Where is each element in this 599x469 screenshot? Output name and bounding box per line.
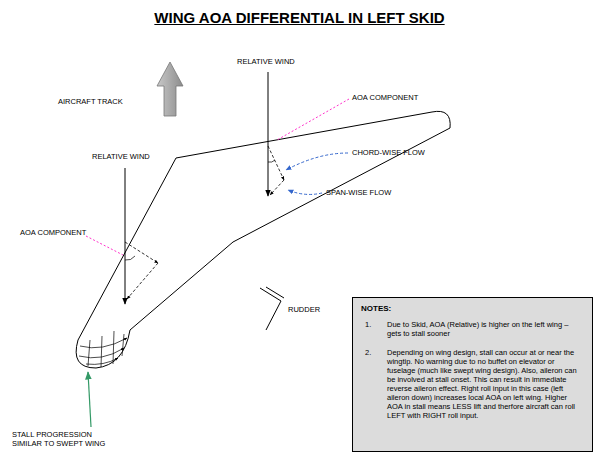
rudder-symbol xyxy=(260,287,284,330)
callout-label: RUDDER xyxy=(288,305,320,314)
flow-leader xyxy=(286,153,348,170)
track-arrow xyxy=(157,62,183,116)
leader-line xyxy=(277,99,349,140)
callout-label: STALL PROGRESSION SIMILAR TO SWEPT WING xyxy=(12,430,117,449)
note-text: Due to Skid, AOA (Relative) is higher on… xyxy=(387,320,584,338)
notes-box: NOTES: 1.Due to Skid, AOA (Relative) is h… xyxy=(352,297,593,452)
diagram-title: WING AOA DIFFERENTIAL IN LEFT SKID xyxy=(0,9,599,26)
wind-arrow xyxy=(268,72,269,196)
callout-label: RELATIVE WIND xyxy=(92,152,150,161)
angle-arc xyxy=(268,160,275,162)
callout-label: RELATIVE WIND xyxy=(237,57,295,66)
flow-leader xyxy=(288,190,322,194)
callout-label: SPAN-WISE FLOW xyxy=(326,188,391,197)
right-wing-outline xyxy=(176,111,450,242)
note-row: 2.Depending on wing design, stall can oc… xyxy=(361,348,584,420)
note-number: 2. xyxy=(361,348,387,420)
leader-line xyxy=(86,236,123,255)
note-row: 1.Due to Skid, AOA (Relative) is higher … xyxy=(361,320,584,338)
note-number: 1. xyxy=(361,320,387,338)
callout-label: CHORD-WISE FLOW xyxy=(352,148,425,157)
stall-pattern xyxy=(79,331,127,367)
vector-triangle xyxy=(268,146,284,195)
vector-triangle xyxy=(125,242,158,299)
wind-arrow xyxy=(125,168,126,304)
callout-label: AIRCRAFT TRACK xyxy=(58,97,123,106)
angle-arc xyxy=(125,256,135,260)
note-text: Depending on wing design, stall can occu… xyxy=(387,348,584,420)
notes-content: NOTES: 1.Due to Skid, AOA (Relative) is h… xyxy=(353,298,592,436)
notes-heading: NOTES: xyxy=(361,304,584,313)
callout-label: AOA COMPONENT xyxy=(352,93,418,102)
callout-label: AOA COMPONENT xyxy=(20,228,86,237)
stall-arrow xyxy=(88,372,91,427)
left-wing-outline xyxy=(76,158,233,368)
